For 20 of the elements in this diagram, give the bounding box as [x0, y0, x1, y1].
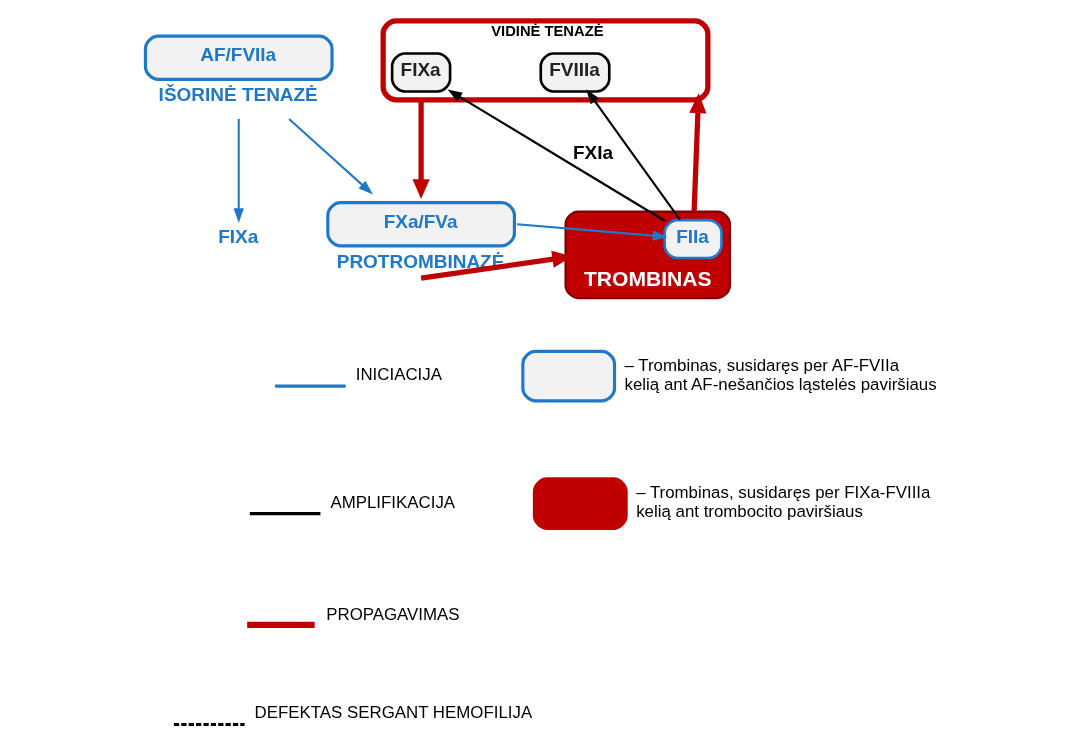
- arrow: [446, 89, 665, 222]
- node-box: FVIIIa: [538, 52, 611, 93]
- arrow: [585, 89, 681, 221]
- node-label: PROTROMBINAZĖ: [336, 250, 504, 272]
- arrow: [411, 99, 430, 199]
- arrow: [287, 118, 373, 195]
- legend-label: – Trombinas, susidaręs per FIXa-FVIIIa kelią ant trombocito paviršiaus: [635, 483, 930, 522]
- legend-label: PROPAGAVIMAS: [325, 605, 460, 625]
- edge-label: FXIa: [572, 142, 613, 164]
- node-text: FIXa: [217, 225, 258, 247]
- legend-label: DEFEKTAS SERGANT HEMOFILIJA: [254, 703, 532, 723]
- arrow: [516, 223, 668, 241]
- arrow: [233, 118, 244, 223]
- node-box: FIXa: [390, 52, 451, 93]
- arrow: [688, 93, 707, 212]
- legend-label: – Trombinas, susidaręs per AF-FVIIa kelią ant AF-nešančios ląstelės paviršiaus: [624, 355, 937, 394]
- node-label: IŠORINĖ TENAZĖ: [158, 84, 318, 106]
- legend-label: INICIACIJA: [355, 365, 442, 385]
- node-box: FIIa: [662, 218, 723, 260]
- legend-label: AMPLIFIKACIJA: [329, 492, 455, 512]
